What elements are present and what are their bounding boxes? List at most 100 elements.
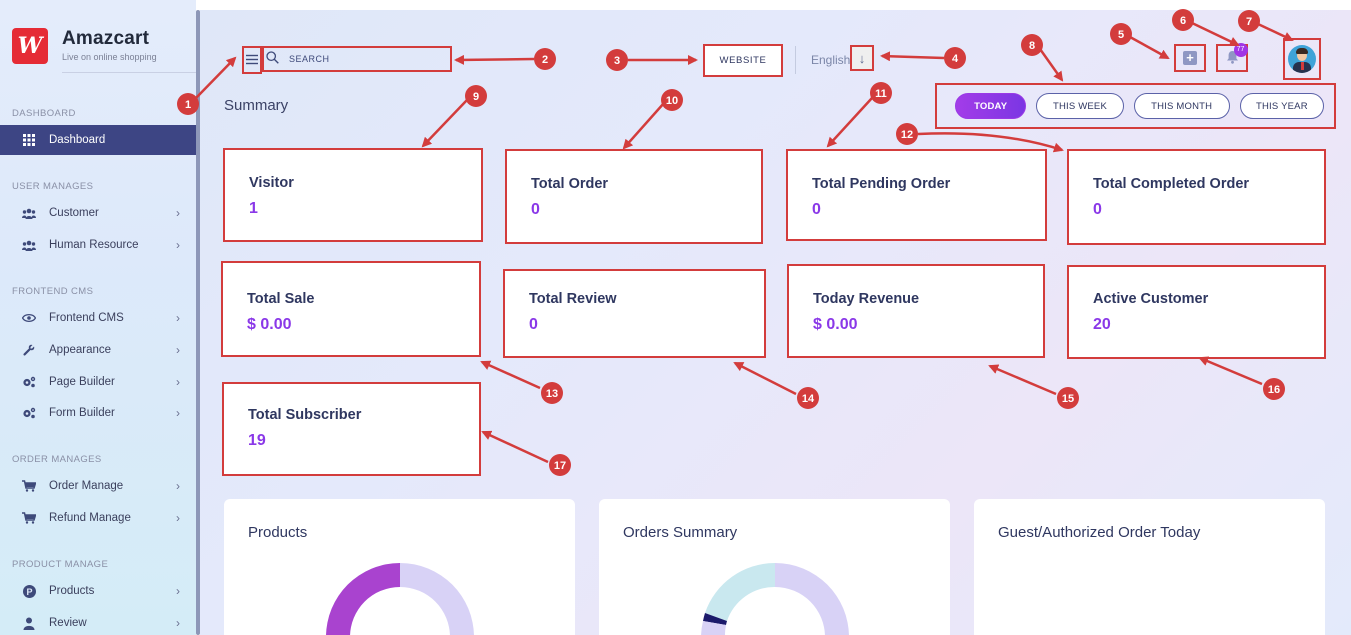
panel-title: Guest/Authorized Order Today xyxy=(998,524,1201,541)
filter-this-month[interactable]: THIS MONTH xyxy=(1133,93,1230,119)
sidebar: W Amazcart Live on online shopping DASHB… xyxy=(0,0,196,635)
orders-donut-chart xyxy=(701,563,849,635)
menu-toggle-button[interactable] xyxy=(242,46,262,74)
brand-tagline: Live on online shopping xyxy=(62,52,157,62)
stat-value: $ 0.00 xyxy=(247,316,292,333)
sidebar-item-label: Appearance xyxy=(49,344,112,356)
sidebar-item-products[interactable]: P Products › xyxy=(0,576,196,606)
gears-icon xyxy=(22,406,36,420)
stat-value: 0 xyxy=(531,201,540,218)
orders-summary-panel: Orders Summary xyxy=(599,499,950,635)
chevron-right-icon: › xyxy=(176,375,180,389)
p-circle-icon: P xyxy=(22,584,36,598)
products-panel: Products xyxy=(224,499,575,635)
stat-card-total-order[interactable]: Total Order 0 xyxy=(505,149,763,244)
brand-name: Amazcart xyxy=(62,28,150,49)
main-content: WEBSITE English ↓ + 77 TODAY THIS WEEK T… xyxy=(200,10,1351,635)
stat-card-today-revenue[interactable]: Today Revenue $ 0.00 xyxy=(787,264,1045,358)
chevron-right-icon: › xyxy=(176,343,180,357)
stat-value: 0 xyxy=(812,201,821,218)
section-dashboard: DASHBOARD xyxy=(12,108,76,119)
stat-label: Today Revenue xyxy=(813,291,920,307)
quick-add-button[interactable]: + xyxy=(1174,44,1206,72)
chevron-right-icon: › xyxy=(176,584,180,598)
arrow-down-icon: ↓ xyxy=(858,50,866,66)
stat-label: Total Subscriber xyxy=(248,407,362,423)
stat-label: Total Review xyxy=(529,291,617,307)
section-frontend-cms: FRONTEND CMS xyxy=(12,286,94,297)
stat-value: 20 xyxy=(1093,316,1111,333)
stat-card-total-pending-order[interactable]: Total Pending Order 0 xyxy=(786,149,1047,241)
stat-card-active-customer[interactable]: Active Customer 20 xyxy=(1067,265,1326,359)
chevron-right-icon: › xyxy=(176,311,180,325)
chevron-right-icon: › xyxy=(176,238,180,252)
header-divider xyxy=(795,46,796,74)
guest-order-panel: Guest/Authorized Order Today xyxy=(974,499,1325,635)
sidebar-item-label: Products xyxy=(49,585,95,597)
sidebar-item-label: Page Builder xyxy=(49,376,115,388)
user-avatar-button[interactable] xyxy=(1283,38,1321,80)
gears-icon xyxy=(22,375,36,389)
bell-icon: 77 xyxy=(1226,42,1248,67)
sidebar-item-label: Refund Manage xyxy=(49,512,131,524)
sidebar-item-review[interactable]: Review › xyxy=(0,608,196,635)
eye-icon xyxy=(22,311,36,325)
summary-title: Summary xyxy=(224,97,289,114)
users-icon xyxy=(22,238,36,252)
sidebar-item-label: Form Builder xyxy=(49,407,115,419)
user-icon xyxy=(22,616,36,630)
notification-button[interactable]: 77 xyxy=(1216,42,1248,72)
stat-value: $ 0.00 xyxy=(813,316,858,333)
chevron-right-icon: › xyxy=(176,206,180,220)
search-icon[interactable] xyxy=(266,51,279,67)
sidebar-item-refund-manage[interactable]: Refund Manage › xyxy=(0,503,196,533)
language-dropdown-button[interactable]: ↓ xyxy=(850,45,874,71)
sidebar-item-customer[interactable]: Customer › xyxy=(0,198,196,228)
stat-card-total-completed-order[interactable]: Total Completed Order 0 xyxy=(1067,149,1326,245)
sidebar-item-label: Review xyxy=(49,617,87,629)
sidebar-item-appearance[interactable]: Appearance › xyxy=(0,335,196,365)
filter-today[interactable]: TODAY xyxy=(955,93,1027,119)
sidebar-item-label: Frontend CMS xyxy=(49,312,124,324)
search-input[interactable] xyxy=(289,54,439,64)
stat-card-visitor[interactable]: Visitor 1 xyxy=(223,148,483,242)
grid-icon xyxy=(22,133,36,147)
brand[interactable]: W Amazcart Live on online shopping xyxy=(12,28,157,64)
stat-label: Visitor xyxy=(249,175,294,191)
section-user-manages: USER MANAGES xyxy=(12,181,94,192)
chevron-right-icon: › xyxy=(176,511,180,525)
stat-value: 0 xyxy=(529,316,538,333)
wrench-icon xyxy=(22,343,36,357)
sidebar-item-frontend-cms[interactable]: Frontend CMS › xyxy=(0,303,196,333)
sidebar-item-label: Order Manage xyxy=(49,480,124,492)
sidebar-item-label: Customer xyxy=(49,207,99,219)
stat-label: Total Order xyxy=(531,176,609,192)
sidebar-item-order-manage[interactable]: Order Manage › xyxy=(0,471,196,501)
sidebar-item-page-builder[interactable]: Page Builder › xyxy=(0,367,196,397)
stat-card-total-sale[interactable]: Total Sale $ 0.00 xyxy=(221,261,481,357)
stat-card-total-review[interactable]: Total Review 0 xyxy=(503,269,766,358)
sidebar-item-human-resource[interactable]: Human Resource › xyxy=(0,230,196,260)
avatar xyxy=(1288,45,1316,73)
section-order-manages: ORDER MANAGES xyxy=(12,454,102,465)
products-donut-chart xyxy=(326,563,474,635)
search-bar xyxy=(262,46,452,72)
sidebar-scrollbar[interactable] xyxy=(196,10,200,635)
stat-value: 19 xyxy=(248,432,266,449)
section-product-manage: PRODUCT MANAGE xyxy=(12,559,109,570)
brand-divider xyxy=(62,72,196,73)
plus-square-icon: + xyxy=(1183,51,1197,65)
sidebar-item-dashboard[interactable]: Dashboard xyxy=(0,125,196,155)
filter-this-week[interactable]: THIS WEEK xyxy=(1036,93,1124,119)
stat-value: 0 xyxy=(1093,201,1102,218)
notification-badge: 77 xyxy=(1233,42,1248,57)
panel-title: Products xyxy=(248,524,308,541)
sidebar-item-form-builder[interactable]: Form Builder › xyxy=(0,398,196,428)
brand-logo: W xyxy=(12,28,48,64)
stat-label: Total Completed Order xyxy=(1093,176,1250,192)
website-button[interactable]: WEBSITE xyxy=(703,44,783,77)
stat-label: Total Sale xyxy=(247,291,315,307)
stat-card-total-subscriber[interactable]: Total Subscriber 19 xyxy=(222,382,481,476)
language-label[interactable]: English xyxy=(811,53,851,67)
filter-this-year[interactable]: THIS YEAR xyxy=(1239,93,1324,119)
